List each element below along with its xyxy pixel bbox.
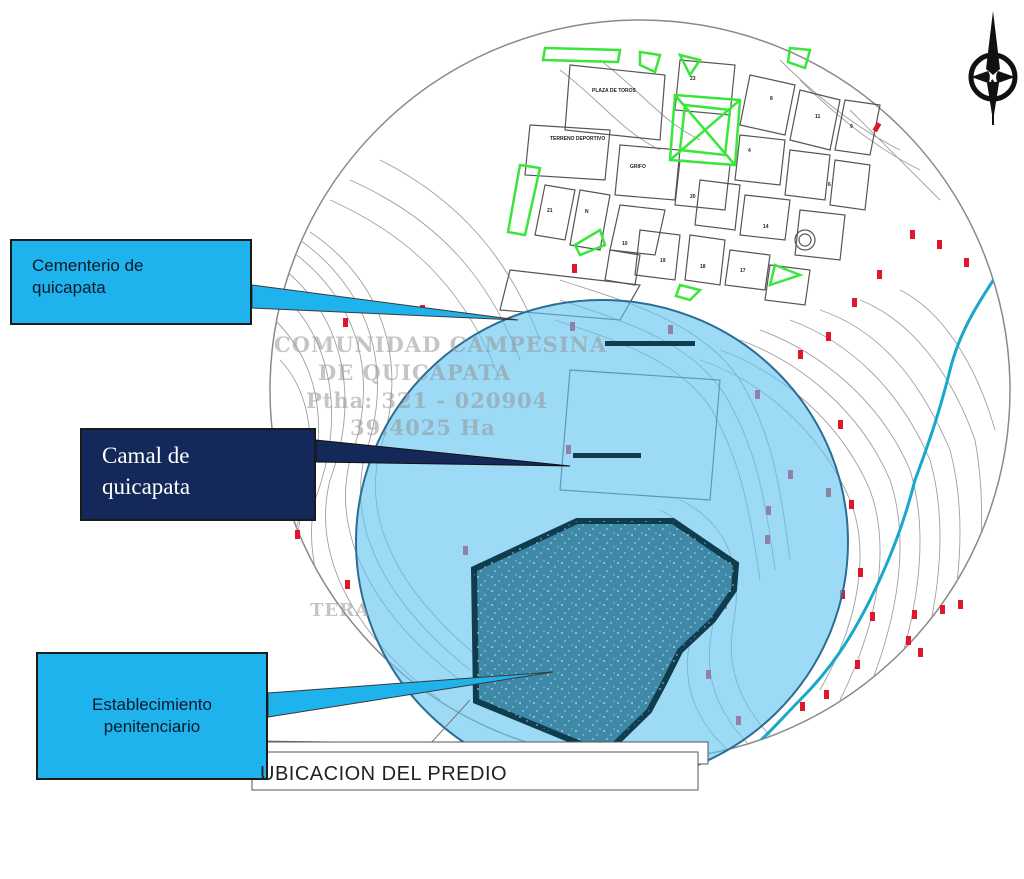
block-labels: PLAZA DE TOROS TERRENO DEPORTIVO GRIFO 2… — [547, 76, 853, 274]
svg-text:N: N — [585, 209, 589, 215]
cementerio-marker — [605, 341, 695, 346]
svg-text:23: 23 — [690, 76, 696, 82]
establecimiento-callout: Establecimiento penitenciario — [36, 652, 268, 780]
compass-north-icon: N — [968, 11, 1018, 125]
svg-text:4: 4 — [748, 148, 751, 154]
cementerio-pointer — [251, 284, 519, 321]
camal-callout: Camal de quicapata — [80, 428, 316, 521]
green-parcels — [506, 46, 812, 302]
svg-text:20: 20 — [690, 194, 696, 200]
camal-marker — [573, 453, 641, 458]
svg-text:14: 14 — [763, 224, 769, 230]
establecimiento-callout-text: Establecimiento penitenciario — [91, 695, 212, 736]
location-label-frame — [251, 741, 709, 791]
location-label: UBICACION DEL PREDIO — [260, 763, 508, 785]
area-label: 39.4025 Ha — [350, 415, 496, 440]
camal-callout-text: Camal de quicapata — [102, 443, 191, 499]
svg-text:TERRENO DEPORTIVO: TERRENO DEPORTIVO — [550, 136, 605, 142]
river — [729, 269, 1002, 760]
svg-text:10: 10 — [622, 241, 628, 247]
svg-text:18: 18 — [700, 264, 706, 270]
svg-text:PLAZA DE TOROS: PLAZA DE TOROS — [592, 88, 637, 94]
cementerio-callout: Cementerio de quicapata — [10, 239, 252, 325]
prison-area-speckle — [474, 521, 736, 754]
svg-text:11: 11 — [815, 114, 821, 120]
svg-text:21: 21 — [547, 208, 553, 214]
svg-text:9: 9 — [850, 124, 853, 130]
establecimiento-pointer — [267, 671, 554, 718]
community-name-line2: DE QUICAPATA — [318, 360, 512, 385]
svg-text:8: 8 — [770, 96, 773, 102]
svg-text:6: 6 — [828, 182, 831, 188]
svg-text:17: 17 — [740, 268, 746, 274]
community-name-line1: COMUNIDAD CAMPESINA — [274, 332, 608, 357]
svg-text:N: N — [989, 73, 997, 85]
partial-map-label: TERA — [310, 600, 371, 621]
camal-pointer — [315, 439, 571, 467]
svg-text:GRIFO: GRIFO — [630, 164, 646, 170]
svg-text:19: 19 — [660, 258, 666, 264]
title-number-label: Ptha: 321 - 020904 — [306, 388, 549, 413]
cementerio-callout-text: Cementerio de quicapata — [32, 256, 144, 297]
